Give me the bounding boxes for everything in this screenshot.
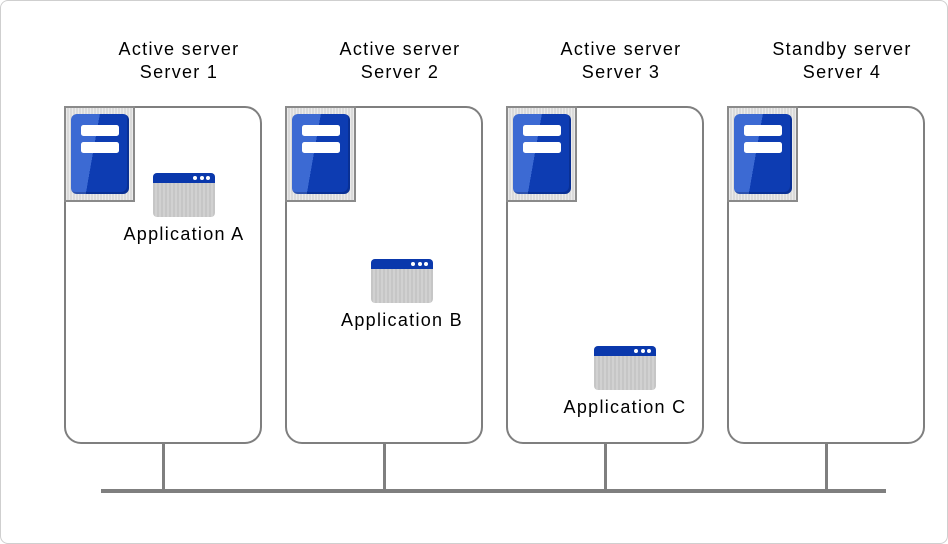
server-column-3: Active server Server 3 Application C — [506, 1, 705, 543]
application-window-icon — [371, 259, 433, 303]
server-column-1: Active server Server 1 Application A — [64, 1, 264, 543]
server-label: Active server Server 2 — [301, 38, 499, 84]
network-connector — [382, 444, 386, 491]
server-role: Active server — [118, 39, 240, 59]
network-connector — [161, 444, 165, 491]
server-name: Server 1 — [139, 62, 219, 82]
server-label: Active server Server 1 — [80, 38, 278, 84]
server-box — [727, 106, 925, 444]
server-role: Active server — [560, 39, 682, 59]
network-connector — [824, 444, 828, 491]
server-label: Active server Server 3 — [522, 38, 720, 84]
network-connector — [603, 444, 607, 491]
server-tower-icon — [727, 106, 798, 202]
server-column-2: Active server Server 2 Application B — [285, 1, 483, 543]
server-name: Server 4 — [802, 62, 882, 82]
server-name: Server 3 — [581, 62, 661, 82]
server-tower-icon — [285, 106, 356, 202]
application-b: Application B — [322, 259, 482, 330]
application-window-icon — [153, 173, 215, 217]
application-label: Application A — [123, 224, 245, 244]
server-role: Standby server — [772, 39, 912, 59]
server-label: Standby server Server 4 — [743, 38, 941, 84]
server-role: Active server — [339, 39, 461, 59]
application-window-icon — [594, 346, 656, 390]
server-column-4: Standby server Server 4 — [727, 1, 925, 543]
application-c: Application C — [545, 346, 705, 417]
server-tower-icon — [64, 106, 135, 202]
network-bus-line — [101, 489, 886, 493]
application-label: Application C — [563, 397, 687, 417]
server-tower-icon — [506, 106, 577, 202]
server-name: Server 2 — [360, 62, 440, 82]
application-a: Application A — [104, 173, 264, 244]
application-label: Application B — [341, 310, 463, 330]
